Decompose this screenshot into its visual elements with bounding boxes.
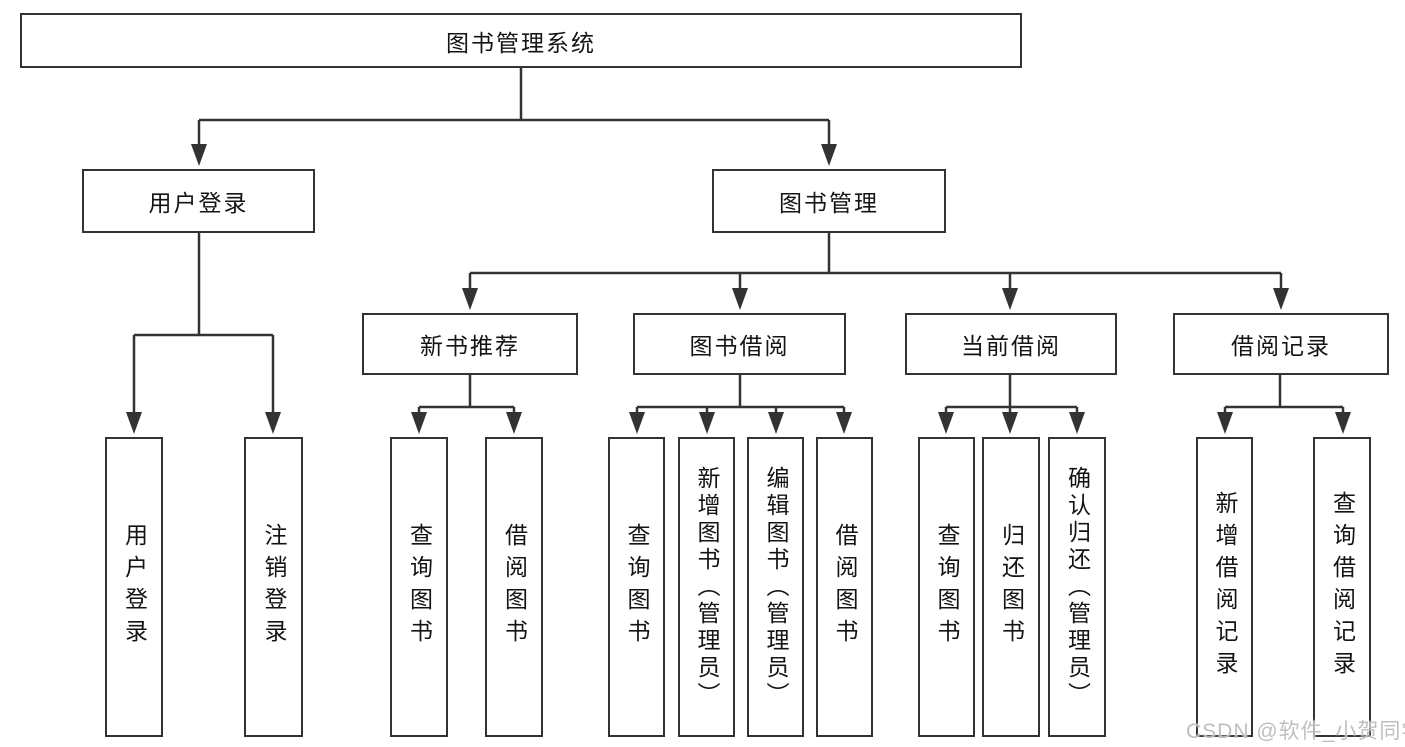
arrow-down-icon <box>191 144 207 166</box>
leaf-label: 借阅图书 <box>832 523 858 651</box>
arrow-down-icon <box>732 288 748 310</box>
node-book-management: 图书管理 <box>712 169 946 233</box>
node-borrow-records: 借阅记录 <box>1173 313 1389 375</box>
leaf-cb-query-books: 查询图书 <box>918 437 975 737</box>
leaf-label: 查询图书 <box>624 523 650 651</box>
connector-user-login-group <box>132 233 275 417</box>
leaf-label: 用户登录 <box>121 523 148 651</box>
leaf-label: 归还图书 <box>998 523 1025 651</box>
arrow-down-icon <box>1273 288 1289 310</box>
node-new-book-recommend: 新书推荐 <box>362 313 578 375</box>
leaf-rec-query-record: 查询借阅记录 <box>1313 437 1371 737</box>
connector-book-management-to-level3 <box>468 233 1283 292</box>
arrow-down-icon <box>462 288 478 310</box>
connector-book-borrowing-group <box>635 375 846 418</box>
leaf-label: 新增借阅记录 <box>1212 491 1238 683</box>
leaf-label: 注销登录 <box>261 523 287 651</box>
node-root: 图书管理系统 <box>20 13 1022 68</box>
node-user-login: 用户登录 <box>82 169 315 233</box>
leaf-bb-borrow-books: 借阅图书 <box>816 437 873 737</box>
connector-new-book-group <box>417 375 516 418</box>
leaf-rec-add-record: 新增借阅记录 <box>1196 437 1253 737</box>
leaf-cb-return-books: 归还图书 <box>982 437 1040 737</box>
leaf-label: 确认归还（管理员） <box>1064 465 1091 709</box>
arrow-down-icon <box>1335 412 1351 434</box>
leaf-label: 借阅图书 <box>501 523 528 651</box>
leaf-label: 查询借阅记录 <box>1329 491 1356 683</box>
connector-current-borrowing-group <box>944 375 1079 418</box>
leaf-label: 编辑图书（管理员） <box>763 465 789 709</box>
arrow-down-icon <box>506 412 522 434</box>
connector-root-to-level2 <box>197 68 831 150</box>
leaf-bb-add-books: 新增图书（管理员） <box>678 437 735 737</box>
leaf-label: 查询图书 <box>934 523 960 651</box>
node-book-borrowing: 图书借阅 <box>633 313 846 375</box>
connector-borrow-records-group <box>1223 375 1345 418</box>
arrow-down-icon <box>1002 412 1018 434</box>
leaf-bb-edit-books: 编辑图书（管理员） <box>747 437 804 737</box>
arrow-down-icon <box>1217 412 1233 434</box>
arrow-down-icon <box>126 412 142 434</box>
arrow-down-icon <box>1069 412 1085 434</box>
arrow-down-icon <box>629 412 645 434</box>
arrow-down-icon <box>265 412 281 434</box>
node-current-borrowing: 当前借阅 <box>905 313 1117 375</box>
leaf-nb-borrow-books: 借阅图书 <box>485 437 543 737</box>
leaf-user-login: 用户登录 <box>105 437 163 737</box>
arrow-down-icon <box>411 412 427 434</box>
leaf-cb-confirm-return: 确认归还（管理员） <box>1048 437 1106 737</box>
leaf-label: 新增图书（管理员） <box>694 465 720 709</box>
arrow-down-icon <box>836 412 852 434</box>
arrow-down-icon <box>1002 288 1018 310</box>
arrow-down-icon <box>768 412 784 434</box>
leaf-label: 查询图书 <box>406 523 433 651</box>
leaf-logout: 注销登录 <box>244 437 303 737</box>
arrow-down-icon <box>821 144 837 166</box>
arrow-down-icon <box>699 412 715 434</box>
arrow-down-icon <box>938 412 954 434</box>
leaf-bb-query-books: 查询图书 <box>608 437 665 737</box>
leaf-nb-query-books: 查询图书 <box>390 437 448 737</box>
